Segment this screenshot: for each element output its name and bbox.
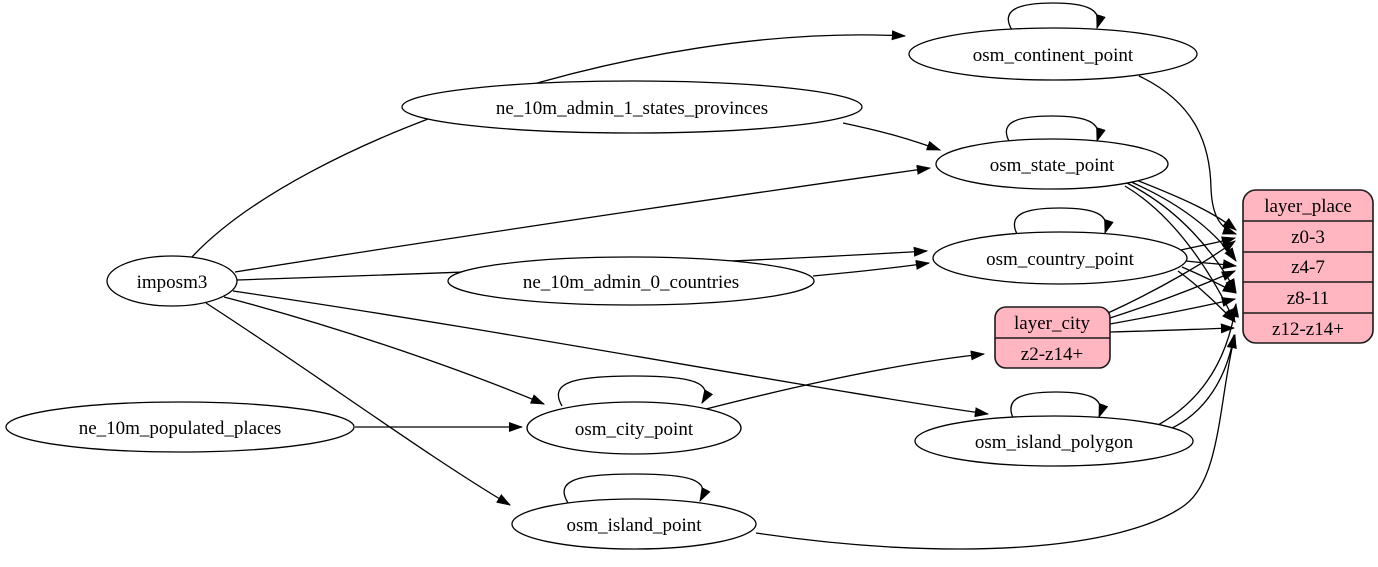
edge-imposm3-osm_continent_point — [190, 30, 907, 259]
node-ne_10m_admin_0_countries: ne_10m_admin_0_countries — [447, 256, 815, 306]
selfloop-osm_state_point — [1005, 115, 1106, 144]
edge-osm_country_point-z4-7 — [1185, 259, 1238, 270]
node-osm_state_point-label: osm_state_point — [990, 155, 1115, 176]
node-osm_island_polygon: osm_island_polygon — [914, 415, 1194, 467]
node-ne_10m_admin_1_states_provinces-label: ne_10m_admin_1_states_provinces — [496, 98, 768, 119]
node-osm_country_point-label: osm_country_point — [986, 249, 1134, 270]
edge-imposm3-osm_island_polygon — [232, 290, 990, 418]
edge-osm_city_point-layer_city-z2 — [705, 350, 986, 410]
edge-imposm3-osm_island_point — [205, 302, 511, 506]
edge-imposm3-osm_state_point — [234, 164, 932, 273]
layer_place-row-z12-z14: z12-z14+ — [1272, 319, 1344, 340]
node-ne_10m_populated_places-label: ne_10m_populated_places — [79, 418, 282, 439]
layer_place-row-z8-11: z8-11 — [1287, 288, 1330, 309]
edge-ne_10m_admin_0_countries-osm_country_point — [812, 259, 931, 277]
node-osm_country_point: osm_country_point — [932, 231, 1188, 285]
node-osm_island_point: osm_island_point — [511, 498, 757, 550]
node-layer_place: layer_place z0-3 z4-7 z8-11 z12-z14+ — [1242, 189, 1374, 344]
layer_place-row-z0-3: z0-3 — [1291, 227, 1325, 248]
layer_place-header: layer_place — [1264, 196, 1352, 217]
selfloop-osm_island_point — [563, 473, 711, 504]
node-ne_10m_admin_1_states_provinces: ne_10m_admin_1_states_provinces — [401, 80, 863, 134]
node-imposm3: imposm3 — [106, 255, 238, 307]
node-imposm3-label: imposm3 — [137, 272, 208, 293]
edge-osm_state_point-z0-3 — [1130, 177, 1237, 231]
edge-ne_10m_admin_1_states_provinces-osm_state_point — [842, 122, 942, 151]
selfloop-osm_island_polygon — [1010, 391, 1109, 421]
edge-osm_continent_point-z0-3 — [1138, 75, 1238, 235]
edge-layer_city-z4-7 — [1109, 270, 1237, 319]
node-osm_state_point: osm_state_point — [935, 138, 1169, 190]
node-osm_island_point-label: osm_island_point — [566, 515, 702, 536]
layer_city-header: layer_city — [1014, 313, 1090, 334]
node-osm_continent_point-label: osm_continent_point — [973, 45, 1134, 66]
edge-osm_country_point-z0-3 — [1180, 236, 1237, 251]
node-ne_10m_admin_0_countries-label: ne_10m_admin_0_countries — [523, 272, 739, 293]
node-osm_city_point: osm_city_point — [526, 401, 742, 455]
node-osm_city_point-label: osm_city_point — [575, 419, 694, 440]
selfloop-osm_continent_point — [1007, 2, 1106, 31]
selfloop-osm_city_point — [557, 375, 714, 407]
layer_city-row-z2-z14: z2-z14+ — [1021, 344, 1083, 365]
edge-osm_island_polygon-z8-11 — [1157, 302, 1240, 426]
node-osm_island_polygon-label: osm_island_polygon — [975, 432, 1134, 453]
edge-layer_city-z12-z14 — [1109, 323, 1236, 334]
node-osm_continent_point: osm_continent_point — [908, 27, 1198, 81]
node-layer_city: layer_city z2-z14+ — [994, 306, 1111, 369]
edge-layer_city-z0-3 — [1107, 240, 1236, 314]
edge-layer_city-z8-11 — [1109, 297, 1237, 325]
selfloop-osm_country_point — [1013, 207, 1114, 237]
edge-imposm3-osm_city_point — [223, 296, 546, 405]
edge-osm_island_point-z12-z14 — [755, 333, 1237, 550]
layer_place-row-z4-7: z4-7 — [1291, 257, 1325, 278]
node-ne_10m_populated_places: ne_10m_populated_places — [5, 401, 355, 453]
